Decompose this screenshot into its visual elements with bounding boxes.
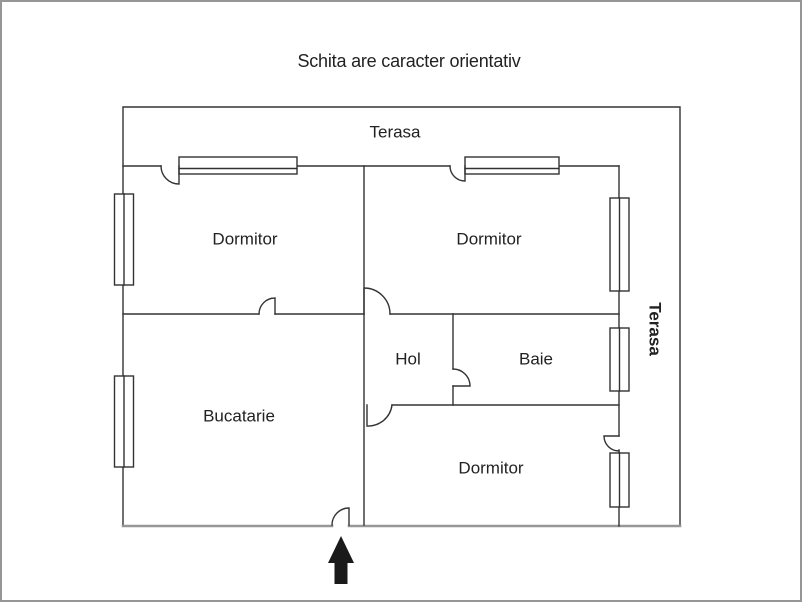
room-label-baie: Baie	[518, 349, 554, 369]
window-inner-lines	[123, 167, 621, 508]
room-label-terasa-right: Terasa	[645, 302, 665, 356]
entrance-arrow-icon	[328, 536, 354, 584]
room-label-bucatarie: Bucatarie	[203, 406, 275, 426]
door-terrace-bedroom-right	[449, 165, 466, 182]
exterior-walls	[122, 106, 681, 527]
door-hol-top	[363, 287, 391, 315]
door-entrance	[331, 507, 350, 526]
door-terrace-bedroom-left	[160, 165, 180, 185]
room-label-hol: Hol	[395, 349, 421, 369]
page-title: Schita are caracter orientativ	[297, 51, 521, 71]
door-bedroom-left-lower	[258, 297, 276, 315]
door-baie	[452, 368, 471, 387]
door-bottom-bedroom-top	[366, 404, 393, 427]
room-label-dormitor-top-left: Dormitor	[212, 229, 278, 249]
window-top-right	[464, 156, 560, 175]
window-top-left	[178, 156, 298, 175]
room-label-terasa-top: Terasa	[369, 122, 421, 142]
room-label-dormitor-top-right: Dormitor	[456, 229, 522, 249]
room-label-dormitor-bottom: Dormitor	[458, 458, 524, 478]
door-bottom-bedroom-terrace	[603, 435, 620, 452]
